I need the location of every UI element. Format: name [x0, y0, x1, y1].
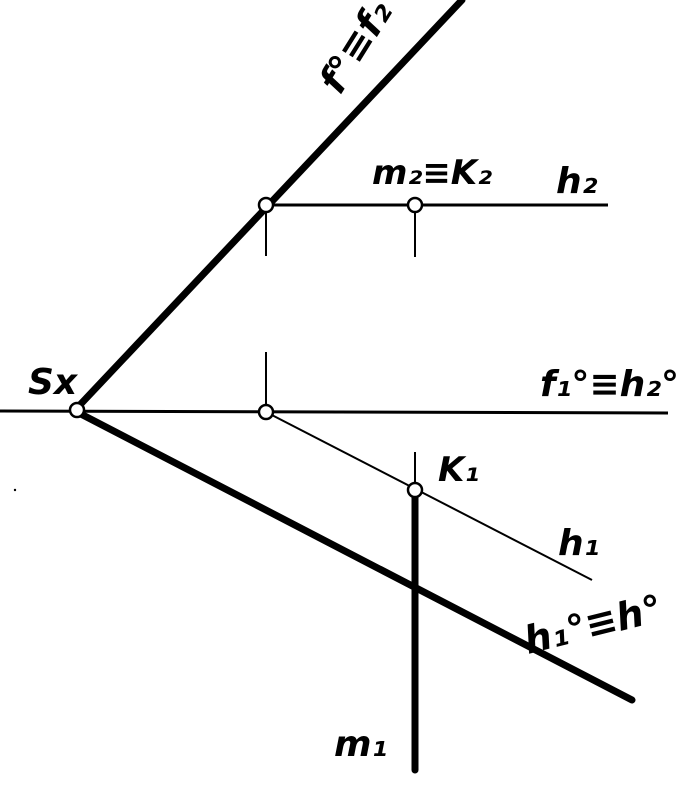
axis-line [0, 409, 669, 415]
label-sx: Sx [28, 362, 79, 403]
point-sx [68, 401, 86, 419]
label-f0-f2: f°≡f₂ [310, 0, 401, 101]
label-k1: K₁ [438, 450, 479, 490]
label-h1: h₁ [558, 523, 599, 564]
label-h1-h0: h₁°≡h° [520, 586, 667, 663]
stray-dot [13, 488, 17, 492]
point-f2-h2 [257, 196, 275, 214]
point-axis-mid [257, 403, 275, 421]
label-m1: m₁ [334, 724, 387, 765]
line-h1 [265, 411, 593, 581]
trace-h1-h0 [73, 408, 636, 704]
label-m2-k2: m₂≡K₂ [372, 153, 492, 193]
label-f1-h2: f₁°≡h₂° [540, 364, 679, 405]
label-h2: h₂ [556, 161, 598, 202]
point-m2-k2 [406, 196, 424, 214]
point-k1 [406, 481, 424, 499]
